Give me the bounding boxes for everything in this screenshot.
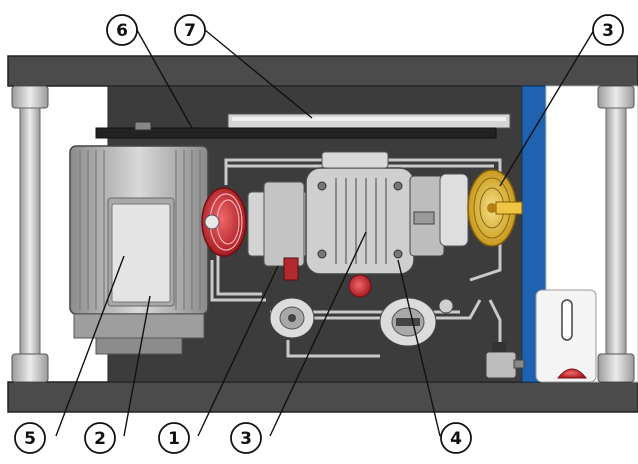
compressor-crankcase (247, 181, 309, 281)
second-stage-block (409, 173, 469, 257)
oil-separator-right (379, 297, 454, 347)
electric-motor (69, 145, 209, 355)
belt-guard (227, 113, 511, 129)
svg-text:3: 3 (602, 21, 614, 41)
callout-4: 4 (440, 422, 472, 454)
cooling-fan-disc (467, 169, 523, 247)
callout-2: 2 (84, 422, 116, 454)
svg-text:3: 3 (240, 429, 252, 449)
motor-terminal-box (111, 203, 171, 303)
svg-text:5: 5 (24, 429, 36, 449)
svg-text:4: 4 (450, 429, 462, 449)
callout-3-top: 3 (592, 14, 624, 46)
callout-5: 5 (14, 422, 46, 454)
red-knob (348, 274, 372, 298)
callout-6: 6 (106, 14, 138, 46)
svg-text:1: 1 (168, 429, 180, 449)
frame-bottom-bar (7, 381, 638, 413)
oil-separator-left (269, 297, 315, 339)
svg-text:2: 2 (94, 429, 106, 449)
cylinder-head (305, 151, 415, 275)
drain-valve (485, 342, 525, 379)
svg-text:6: 6 (116, 21, 128, 41)
flywheel-pulley (201, 187, 247, 257)
condensate-container (535, 289, 597, 383)
right-support-pillar (597, 85, 635, 383)
svg-text:7: 7 (184, 21, 196, 41)
leader-lines (55, 29, 595, 437)
callout-7: 7 (174, 14, 206, 46)
left-support-pillar (11, 85, 49, 383)
callout-3-bottom: 3 (230, 422, 262, 454)
frame-top-bar (7, 55, 638, 87)
callout-1: 1 (158, 422, 190, 454)
drive-belt (95, 121, 497, 139)
